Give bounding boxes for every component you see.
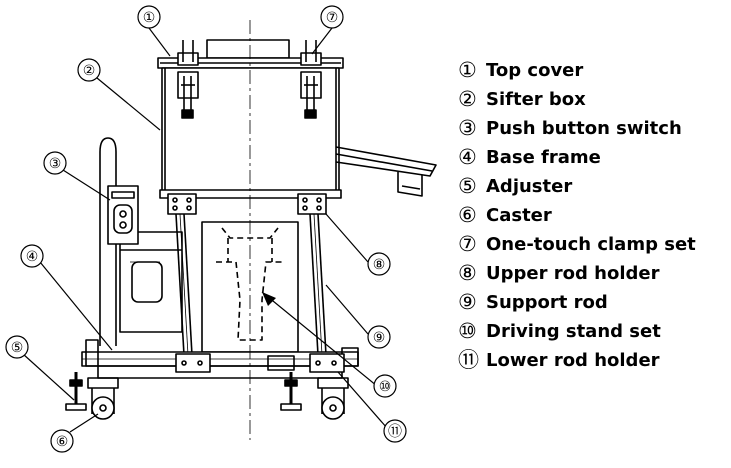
- handle: [99, 137, 117, 346]
- callout-number: ⑥: [56, 434, 69, 450]
- legend-item: ⑧ Upper rod holder: [458, 259, 726, 288]
- discharge-chute: [335, 146, 437, 197]
- callout-number: ②: [83, 63, 96, 79]
- adjuster-left: [65, 372, 87, 411]
- legend-item: ⑤ Adjuster: [458, 172, 726, 201]
- legend-item: ⑩ Driving stand set: [458, 317, 726, 346]
- legend-label: One-touch clamp set: [486, 234, 696, 255]
- legend-number: ⑪: [458, 348, 479, 372]
- lower-rod-holder-left: [175, 353, 211, 373]
- clamp-left: [177, 40, 199, 119]
- motor: [119, 231, 183, 333]
- legend-number: ⑦: [458, 232, 477, 256]
- parts-legend: ① Top cover ② Sifter box ③ Push button swit…: [458, 56, 726, 375]
- callout-number: ⑨: [373, 330, 386, 346]
- legend-label: Sifter box: [486, 89, 586, 110]
- legend-number: ⑩: [458, 319, 477, 343]
- legend-label: Caster: [486, 205, 552, 226]
- leader-lines: [22, 27, 388, 433]
- caster-right: [317, 377, 349, 420]
- legend-label: Lower rod holder: [486, 350, 660, 371]
- legend-label: Support rod: [486, 292, 608, 313]
- callout-number: ③: [49, 156, 62, 172]
- upper-rod-holder-right: [297, 193, 327, 215]
- legend-number: ⑧: [458, 261, 477, 285]
- legend-number: ②: [458, 87, 477, 111]
- callout-number: ⑩: [379, 379, 392, 395]
- clamp-right: [300, 40, 322, 119]
- adjuster-right: [280, 372, 302, 411]
- callout-number: ④: [26, 249, 39, 265]
- legend-label: Driving stand set: [486, 321, 661, 342]
- caster-left: [87, 377, 119, 420]
- legend-label: Adjuster: [486, 176, 573, 197]
- legend-label: Push button switch: [486, 118, 682, 139]
- lower-rod-holder-right: [309, 353, 345, 373]
- legend-label: Upper rod holder: [486, 263, 660, 284]
- callout-circles: [5, 5, 407, 453]
- legend-number: ⑤: [458, 174, 477, 198]
- upper-rod-holder-left: [167, 193, 197, 215]
- callout-number: ①: [143, 10, 156, 26]
- callout-number: ⑦: [326, 10, 339, 26]
- legend-label: Top cover: [486, 60, 584, 81]
- push-button-switch: [107, 185, 139, 245]
- legend-number: ①: [458, 58, 477, 82]
- legend-number: ⑥: [458, 203, 477, 227]
- callout-number: ⑧: [373, 257, 386, 273]
- legend-item: ⑥ Caster: [458, 201, 726, 230]
- legend-item: ④ Base frame: [458, 143, 726, 172]
- legend-item: ① Top cover: [458, 56, 726, 85]
- legend-item: ③ Push button switch: [458, 114, 726, 143]
- legend-item: ⑨ Support rod: [458, 288, 726, 317]
- legend-number: ③: [458, 116, 477, 140]
- legend-number: ④: [458, 145, 477, 169]
- callout-number: ⑪: [388, 424, 402, 440]
- legend-item: ⑪ Lower rod holder: [458, 346, 726, 375]
- support-rods: [175, 213, 327, 356]
- legend-item: ⑦ One-touch clamp set: [458, 230, 726, 259]
- legend-number: ⑨: [458, 290, 477, 314]
- legend-label: Base frame: [486, 147, 601, 168]
- callout-number: ⑤: [11, 340, 24, 356]
- legend-item: ② Sifter box: [458, 85, 726, 114]
